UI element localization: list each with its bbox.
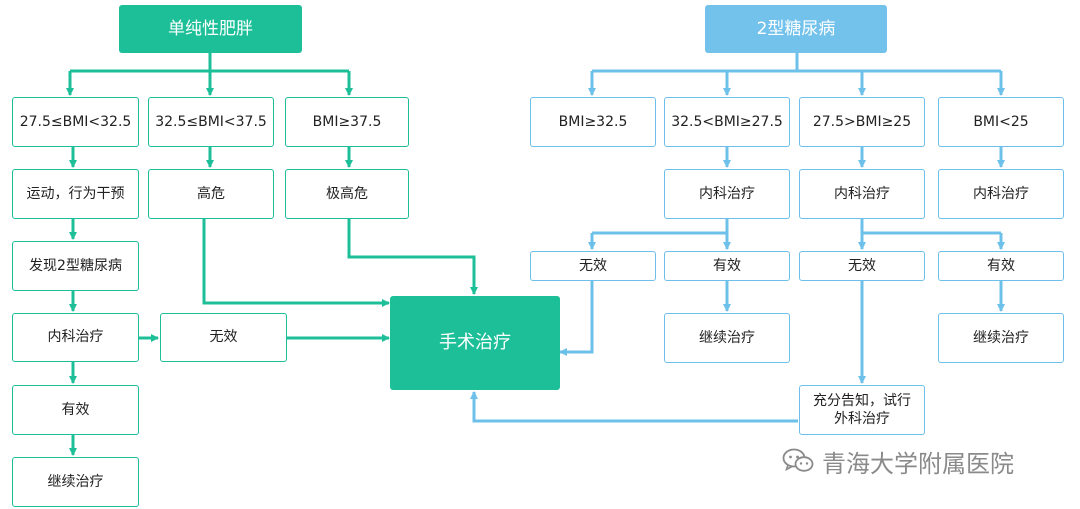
right-invalid-box-a: 无效: [530, 251, 656, 281]
obesity-title: 单纯性肥胖: [119, 5, 302, 53]
wechat-icon: [782, 448, 814, 472]
left-bmi-range-1: 27.5≤BMI<32.5: [12, 97, 139, 147]
diabetes-title: 2型糖尿病: [705, 5, 887, 53]
surgery-box: 手术治疗: [390, 296, 560, 390]
right-continue-box-c: 继续治疗: [938, 313, 1064, 363]
right-bmi-range-3: 27.5>BMI≥25: [799, 97, 925, 147]
arrow-veryhigh-to-surgery: [347, 219, 478, 295]
arrow-title-to-branches: [70, 53, 349, 73]
arrow-invalid-a-to-surgery: [559, 281, 594, 356]
right-medical-box-a: 内科治疗: [664, 169, 790, 219]
right-bmi-range-2: 32.5<BMI≥27.5: [664, 97, 790, 147]
arrow-medical-a-split: [592, 219, 729, 235]
arrow-medical-b-split: [860, 219, 1001, 235]
arrow-informed-to-surgery: [470, 391, 798, 423]
high-risk-box: 高危: [148, 169, 274, 219]
right-continue-box-a: 继续治疗: [664, 313, 790, 363]
arrow-rtitle-to-branches: [592, 53, 1001, 73]
left-invalid-box: 无效: [160, 313, 287, 362]
watermark-text: 青海大学附属医院: [822, 449, 1014, 478]
arrow-high-to-surgery: [202, 219, 390, 307]
found-diabetes-box: 发现2型糖尿病: [12, 241, 139, 291]
very-high-risk-box: 极高危: [285, 169, 409, 219]
left-medical-box: 内科治疗: [12, 313, 139, 362]
left-continue-box: 继续治疗: [12, 457, 139, 507]
right-effective-box-a: 有效: [664, 251, 790, 281]
left-bmi-range-3: BMI≥37.5: [285, 97, 409, 147]
right-bmi-range-4: BMI<25: [938, 97, 1064, 147]
right-invalid-box-b: 无效: [799, 251, 925, 281]
exercise-box: 运动，行为干预: [12, 169, 139, 219]
left-bmi-range-2: 32.5≤BMI<37.5: [148, 97, 274, 147]
watermark: 青海大学附属医院: [782, 444, 1014, 478]
right-bmi-range-1: BMI≥32.5: [530, 97, 656, 147]
right-medical-box-b: 内科治疗: [799, 169, 925, 219]
informed-trial-surgery-box: 充分告知，试行外科治疗: [799, 385, 925, 435]
right-medical-box-c: 内科治疗: [938, 169, 1064, 219]
left-effective-box: 有效: [12, 385, 139, 435]
right-effective-box-b: 有效: [938, 251, 1064, 281]
